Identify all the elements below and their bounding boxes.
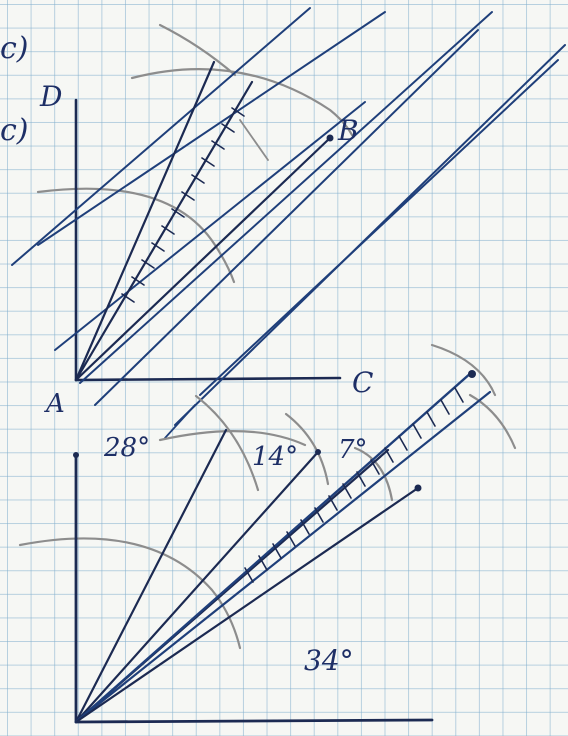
parallel-line-stub <box>164 404 196 439</box>
label-b: B <box>337 114 359 147</box>
pencil-arc-large <box>18 537 242 650</box>
point-b <box>326 134 334 142</box>
ray-main-end-point <box>468 370 476 378</box>
parallel-line-4 <box>79 11 493 384</box>
angle-label-7: 7° <box>338 435 368 465</box>
ray-34-end-point <box>414 484 422 492</box>
pencil-arc-small <box>239 119 269 161</box>
axis-ac <box>74 376 342 382</box>
bottom-axis-end-point <box>73 452 79 458</box>
ray-34 <box>74 486 420 724</box>
pencil-arc-14 <box>284 412 330 486</box>
ray-28 <box>74 428 228 724</box>
label-c: C <box>352 366 373 399</box>
pencil-arc-7 <box>353 446 394 502</box>
bisector-ticks <box>121 107 245 303</box>
pencil-arc-lower <box>36 187 236 284</box>
angle-label-14: 14° <box>252 442 298 472</box>
parallel-line-7 <box>199 59 559 396</box>
ray-14-end-point <box>315 449 321 455</box>
pencil-arc-end-bottom <box>468 393 517 450</box>
pencil-arc-end-top <box>430 343 497 397</box>
ray-a-to-apex <box>74 60 216 382</box>
ray-main-parallel <box>74 390 492 724</box>
parallel-line-5 <box>94 29 479 406</box>
bottom-construction: 28° 14° 7° 34° <box>18 343 517 724</box>
part-marker-1: c) <box>0 31 29 66</box>
ray-a-bisector <box>74 80 254 382</box>
pencil-arc-28-cross <box>194 394 260 492</box>
parallel-line-2 <box>37 11 386 246</box>
angle-label-34: 34° <box>304 644 354 677</box>
ray-a-to-b <box>74 136 332 382</box>
main-ray-ticks <box>244 387 464 583</box>
pencil-arc-28 <box>158 430 307 447</box>
ray-14 <box>74 450 320 724</box>
top-construction: c) c) D B A C <box>0 7 566 439</box>
bottom-axis-horizontal <box>74 718 434 724</box>
angle-label-28: 28° <box>103 433 150 463</box>
label-d: D <box>39 80 62 113</box>
pencil-arc-top <box>158 23 237 77</box>
label-a: A <box>44 389 65 419</box>
part-marker-2: c) <box>0 113 29 148</box>
parallel-line-1 <box>11 7 311 266</box>
parallel-line-3 <box>54 101 366 351</box>
pencil-arc-upper <box>130 68 354 137</box>
